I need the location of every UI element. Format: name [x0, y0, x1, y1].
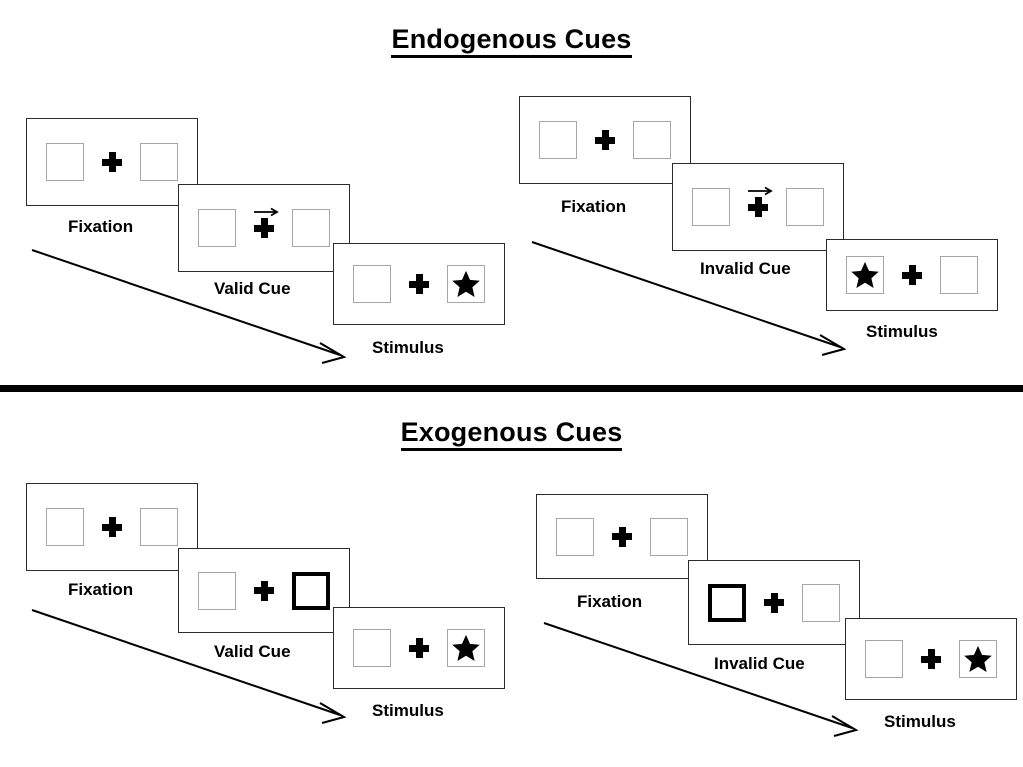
panel-endogenous-invalid-stimulus[interactable]	[826, 239, 998, 311]
fixation-cross-wrap	[612, 518, 632, 556]
panel-endogenous-invalid-cue[interactable]	[672, 163, 844, 251]
star-icon	[452, 270, 480, 297]
caption-exogenous-valid-stimulus: Stimulus	[372, 701, 444, 720]
time-arrow-icon	[31, 609, 347, 724]
caption-endogenous-invalid-stimulus: Stimulus	[866, 322, 938, 341]
plus-icon	[612, 526, 632, 547]
section-title-exogenous: Exogenous Cues	[0, 417, 1023, 451]
panel-endogenous-invalid-fixation[interactable]	[519, 96, 691, 184]
box-right[interactable]	[786, 188, 824, 226]
panel-exogenous-invalid-fixation[interactable]	[536, 494, 708, 579]
star-icon	[452, 634, 480, 661]
box-left[interactable]	[198, 571, 236, 610]
fixation-cross-wrap	[102, 508, 122, 546]
panel-exogenous-invalid-stimulus[interactable]	[845, 618, 1017, 700]
box-left[interactable]	[865, 640, 903, 678]
fixation-cross-wrap	[409, 265, 429, 303]
caption-exogenous-invalid-fixation: Fixation	[577, 592, 643, 611]
box-right-cued[interactable]	[292, 571, 330, 610]
plus-icon	[764, 592, 784, 613]
box-left[interactable]	[353, 265, 391, 303]
panel-endogenous-valid-fixation[interactable]	[26, 118, 198, 206]
caption-endogenous-valid-fixation: Fixation	[68, 217, 134, 236]
star-icon	[851, 261, 879, 288]
fixation-cross-wrap	[102, 143, 122, 181]
time-arrow-icon	[531, 241, 847, 356]
caption-exogenous-invalid-cue: Invalid Cue	[714, 654, 805, 673]
panel-exogenous-invalid-cue[interactable]	[688, 560, 860, 645]
caption-endogenous-invalid-cue: Invalid Cue	[700, 259, 791, 278]
box-right[interactable]	[633, 121, 671, 159]
plus-icon	[254, 580, 274, 601]
box-right[interactable]	[140, 143, 178, 181]
caption-endogenous-valid-cue: Valid Cue	[214, 279, 291, 298]
section-divider	[0, 385, 1023, 392]
box-left[interactable]	[846, 256, 884, 294]
fixation-cross-wrap	[764, 584, 784, 622]
section-title-endogenous-text: Endogenous Cues	[391, 24, 632, 58]
box-right[interactable]	[940, 256, 978, 294]
fixation-cross-wrap	[902, 256, 922, 294]
section-title-exogenous-text: Exogenous Cues	[400, 417, 623, 451]
fixation-cross-wrap	[595, 121, 615, 159]
plus-icon	[102, 517, 122, 537]
star-icon	[964, 645, 992, 672]
box-left[interactable]	[46, 508, 84, 546]
fixation-cross-wrap	[254, 207, 279, 247]
plus-icon	[595, 130, 615, 150]
plus-icon	[254, 218, 274, 238]
fixation-cross-wrap	[409, 629, 429, 667]
caption-endogenous-valid-stimulus: Stimulus	[372, 338, 444, 357]
caption-exogenous-invalid-stimulus: Stimulus	[884, 712, 956, 731]
box-left[interactable]	[198, 209, 236, 247]
box-left[interactable]	[692, 188, 730, 226]
caption-exogenous-valid-fixation: Fixation	[68, 580, 134, 599]
plus-icon	[902, 265, 922, 285]
time-arrow-icon	[31, 249, 347, 364]
box-left[interactable]	[539, 121, 577, 159]
box-right[interactable]	[140, 508, 178, 546]
panel-exogenous-valid-stimulus[interactable]	[333, 607, 505, 689]
panel-endogenous-valid-cue[interactable]	[178, 184, 350, 272]
fixation-cross-wrap	[921, 640, 941, 678]
plus-icon	[102, 152, 122, 172]
box-right[interactable]	[292, 209, 330, 247]
plus-icon	[748, 197, 768, 217]
box-right[interactable]	[802, 583, 840, 622]
plus-icon	[409, 274, 429, 294]
box-right[interactable]	[447, 629, 485, 667]
caption-endogenous-invalid-fixation: Fixation	[561, 197, 627, 216]
plus-icon	[921, 649, 941, 669]
box-right[interactable]	[650, 517, 688, 556]
time-arrow-icon	[543, 622, 859, 737]
section-title-endogenous: Endogenous Cues	[0, 24, 1023, 58]
fixation-cross-wrap	[254, 572, 274, 610]
box-left[interactable]	[353, 629, 391, 667]
box-right[interactable]	[959, 640, 997, 678]
panel-exogenous-valid-fixation[interactable]	[26, 483, 198, 571]
box-left-cued[interactable]	[708, 583, 746, 622]
arrow-right-icon	[748, 186, 773, 196]
box-left[interactable]	[46, 143, 84, 181]
arrow-right-icon	[254, 207, 279, 217]
plus-icon	[409, 638, 429, 658]
panel-endogenous-valid-stimulus[interactable]	[333, 243, 505, 325]
box-left[interactable]	[556, 517, 594, 556]
box-right[interactable]	[447, 265, 485, 303]
caption-exogenous-valid-cue: Valid Cue	[214, 642, 291, 661]
panel-exogenous-valid-cue[interactable]	[178, 548, 350, 633]
fixation-cross-wrap	[748, 186, 773, 226]
